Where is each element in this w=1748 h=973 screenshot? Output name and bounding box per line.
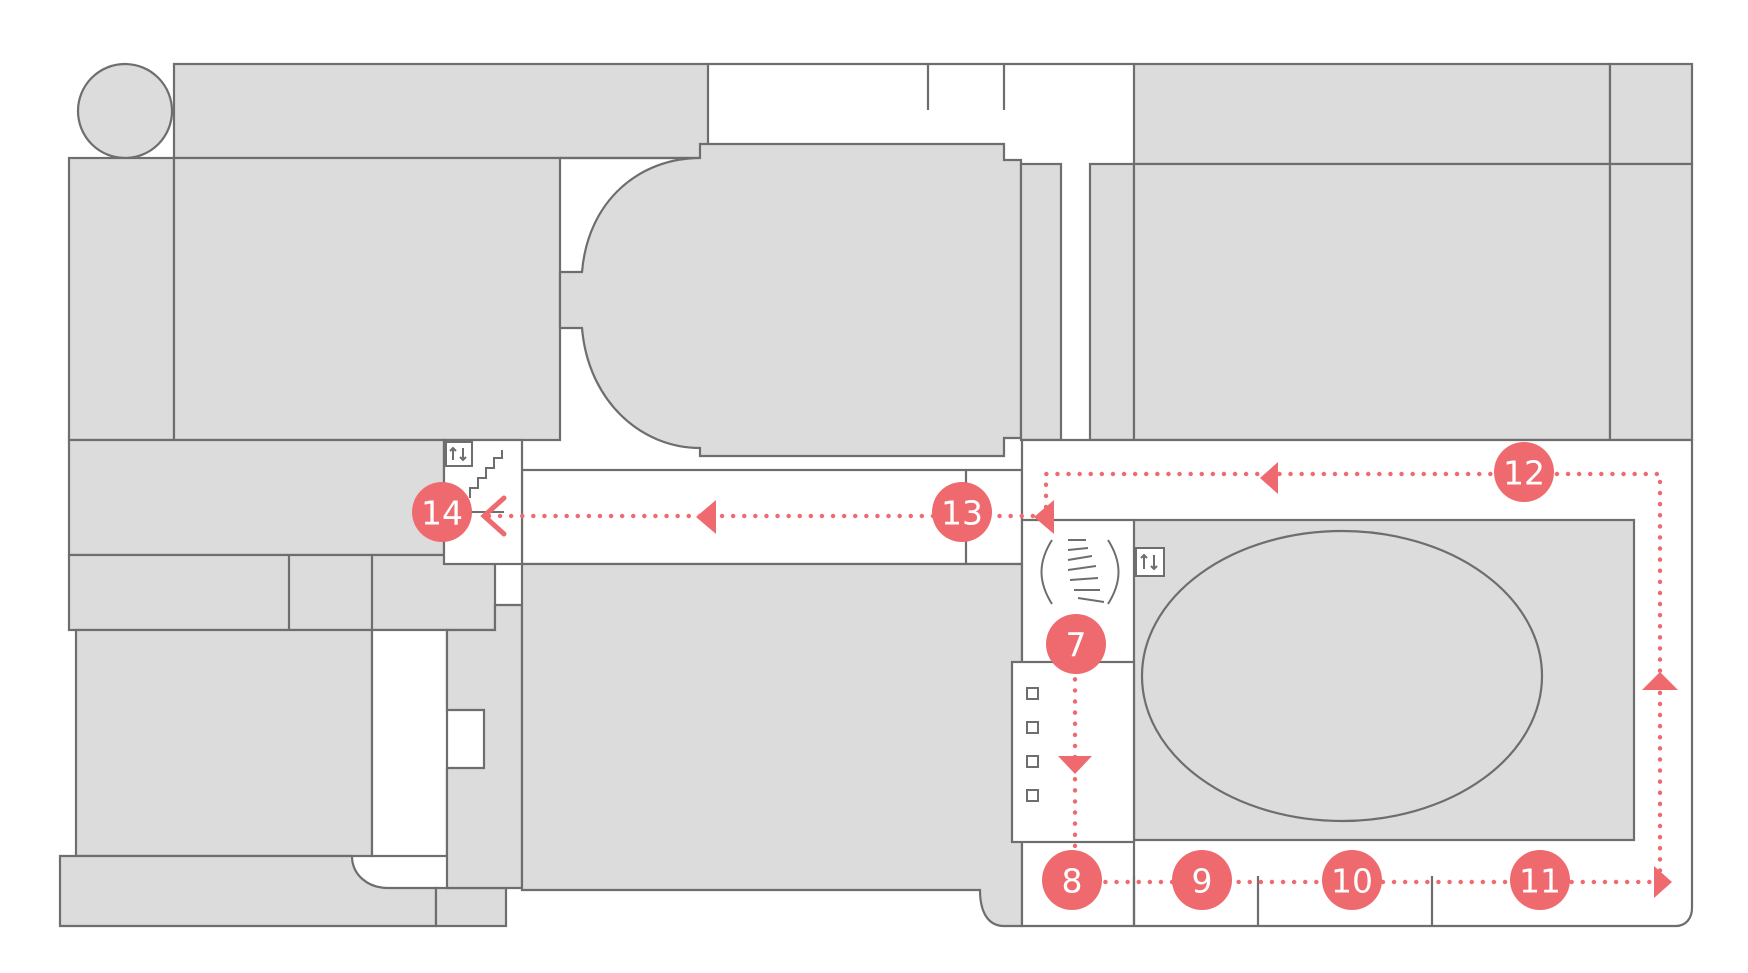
room-narrow-right bbox=[1088, 162, 1136, 442]
route-arrow-left-top bbox=[1260, 462, 1278, 494]
room-large-hall-east bbox=[1132, 162, 1612, 442]
svg-text:10: 10 bbox=[1331, 862, 1373, 901]
svg-text:11: 11 bbox=[1519, 862, 1561, 901]
route-marker-9[interactable]: 9 bbox=[1172, 850, 1232, 910]
rooms-top-left bbox=[67, 62, 710, 557]
route-arrow-right-end bbox=[1654, 866, 1672, 898]
rooms-lower-right bbox=[1010, 438, 1694, 928]
room-top-strip-left bbox=[172, 62, 710, 160]
route-arrow-up bbox=[1642, 672, 1678, 690]
room-west-lower bbox=[67, 438, 446, 557]
restroom-stall-icon bbox=[1026, 687, 1039, 802]
room-west-wing bbox=[67, 156, 176, 442]
room-south-west bbox=[58, 854, 438, 928]
route-arrow-down bbox=[1058, 756, 1092, 774]
room-narrow-strip bbox=[1019, 162, 1063, 442]
route-marker-10[interactable]: 10 bbox=[1322, 850, 1382, 910]
room-round-tower bbox=[76, 62, 174, 160]
tour-route bbox=[480, 462, 1678, 898]
route-marker-12[interactable]: 12 bbox=[1494, 442, 1554, 502]
room-large-hall-west bbox=[172, 156, 562, 442]
room-south-step bbox=[434, 886, 508, 928]
svg-text:7: 7 bbox=[1066, 626, 1087, 665]
route-marker-14[interactable]: 14 bbox=[412, 482, 472, 542]
room-top-right-b bbox=[1608, 62, 1694, 166]
route-marker-13[interactable]: 13 bbox=[932, 482, 992, 542]
room-central-large bbox=[520, 562, 1024, 928]
route-marker-11[interactable]: 11 bbox=[1510, 850, 1570, 910]
svg-text:12: 12 bbox=[1503, 454, 1545, 493]
room-apse-hall bbox=[558, 142, 1023, 458]
route-marker-7[interactable]: 7 bbox=[1046, 614, 1106, 674]
room-lower-left-big bbox=[74, 628, 374, 858]
svg-text:14: 14 bbox=[421, 494, 463, 533]
svg-text:13: 13 bbox=[941, 494, 983, 533]
room-lower-left-strip bbox=[67, 553, 497, 632]
elevator-icon bbox=[445, 441, 473, 467]
svg-text:9: 9 bbox=[1192, 862, 1213, 901]
route-marker-8[interactable]: 8 bbox=[1042, 850, 1102, 910]
svg-text:8: 8 bbox=[1062, 862, 1083, 901]
room-zigzag bbox=[445, 603, 524, 890]
route-arrow-end bbox=[480, 495, 507, 537]
elevator-icon bbox=[1135, 547, 1165, 577]
route-arrow-left-13 bbox=[1034, 500, 1054, 534]
rooms-lower-left bbox=[58, 553, 524, 928]
top-corridor bbox=[708, 62, 1134, 110]
room-top-right-a bbox=[1132, 62, 1612, 166]
spiral-staircase-icon bbox=[1040, 539, 1120, 605]
room-east-wing bbox=[1608, 162, 1694, 442]
oval-rotunda bbox=[1140, 529, 1544, 823]
rooms-top-right bbox=[1088, 62, 1694, 442]
route-arrow-left-mid bbox=[696, 500, 716, 534]
passage-lower-left bbox=[370, 628, 449, 858]
route-markers: 7 8 9 10 11 12 13 14 bbox=[412, 442, 1570, 910]
